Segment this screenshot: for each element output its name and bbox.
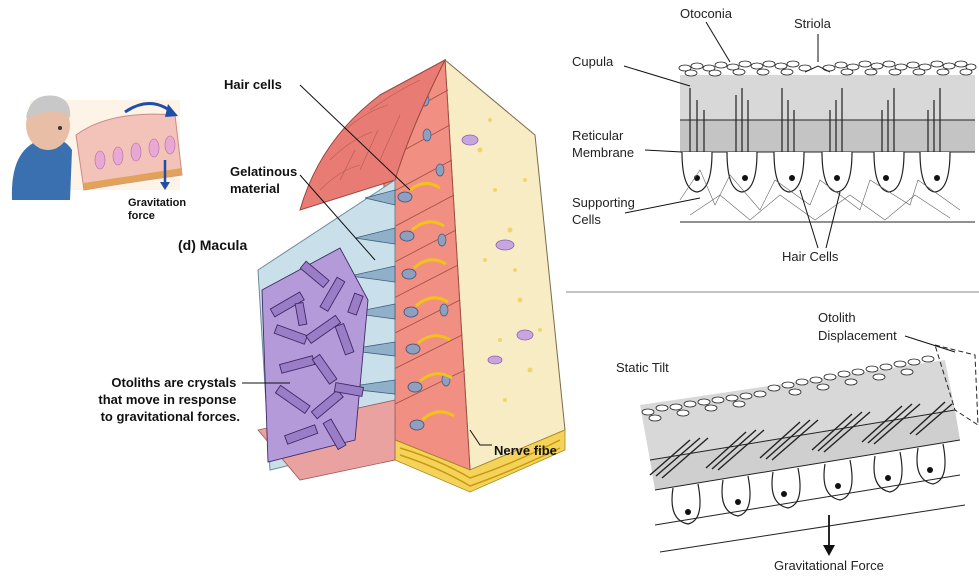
inset-illustration: Gravitation force [12, 95, 189, 222]
upright-schematic [679, 61, 976, 222]
hair-cells-label: Hair cells [224, 77, 282, 92]
macula-block [258, 60, 565, 492]
otoliths-label: Otoliths are crystals that move in respo… [98, 375, 240, 424]
reticular-membrane-label: Reticular Membrane [572, 128, 634, 160]
hair-cell-bodies-upright [682, 152, 950, 192]
supporting-cells-label: Supporting Cells [572, 195, 639, 227]
man-figure [12, 95, 72, 200]
tilted-schematic [640, 345, 978, 556]
nerve-fibers-label: Nerve fibe [494, 443, 557, 458]
hair-cells-label-right: Hair Cells [782, 249, 839, 264]
otoconia-layer [679, 61, 976, 76]
striola-label: Striola [794, 16, 832, 31]
supporting-cells-mesh [680, 170, 960, 220]
gravitational-force-label: Gravitational Force [774, 558, 884, 573]
bottom-right-leaders [905, 336, 955, 352]
cupula-label: Cupula [572, 54, 614, 69]
otolith-displacement-label: Otolith Displacement [818, 310, 897, 343]
gravitation-force-label: Gravitation force [128, 197, 189, 222]
gelatinous-material-label: Gelatinous material [230, 164, 301, 196]
macula-panel-label: (d) Macula [178, 237, 247, 253]
static-tilt-label: Static Tilt [616, 360, 669, 375]
otoconia-label: Otoconia [680, 6, 733, 21]
